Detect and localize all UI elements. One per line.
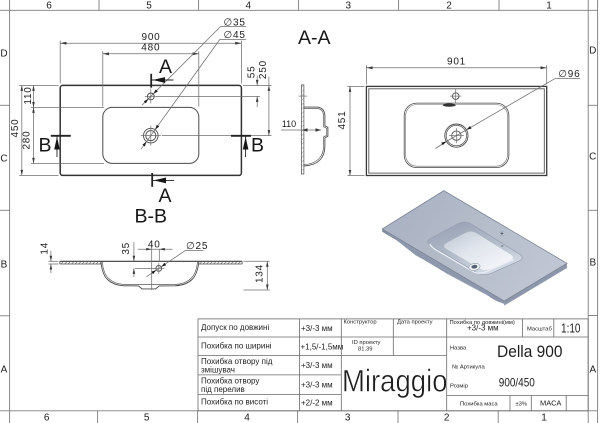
- svg-text:1:10: 1:10: [561, 321, 581, 336]
- svg-text:Похибка по висоті: Похибка по висоті: [201, 398, 268, 407]
- svg-text:900/450: 900/450: [499, 376, 535, 390]
- svg-text:134: 134: [255, 264, 266, 283]
- svg-text:C: C: [589, 152, 596, 163]
- svg-text:1: 1: [541, 413, 547, 423]
- svg-text:901: 901: [447, 57, 466, 68]
- svg-text:250: 250: [258, 60, 269, 79]
- svg-text:81.39: 81.39: [358, 347, 373, 353]
- svg-text:A: A: [1, 365, 8, 376]
- svg-text:МАСА: МАСА: [540, 399, 561, 408]
- svg-text:D: D: [0, 49, 7, 60]
- svg-text:Назва: Назва: [450, 346, 467, 352]
- svg-text:D: D: [589, 46, 596, 57]
- svg-text:450: 450: [10, 118, 21, 137]
- svg-text:3: 3: [345, 413, 351, 423]
- svg-text:280: 280: [22, 130, 33, 149]
- svg-text:Дата проекту: Дата проекту: [397, 319, 433, 325]
- svg-text:змішувач: змішувач: [201, 366, 235, 375]
- svg-text:+2/-2 мм: +2/-2 мм: [301, 399, 333, 408]
- svg-text:∅96: ∅96: [558, 69, 580, 80]
- svg-text:ID проекту: ID проекту: [352, 340, 381, 346]
- svg-text:1: 1: [546, 1, 552, 12]
- svg-text:6: 6: [44, 413, 50, 423]
- svg-text:під перелив: під перелив: [201, 385, 245, 394]
- svg-text:+1,5/-1,5мм: +1,5/-1,5мм: [301, 343, 344, 352]
- svg-text:B: B: [39, 135, 52, 157]
- svg-text:+3/-3 мм: +3/-3 мм: [301, 361, 333, 370]
- svg-text:A: A: [589, 365, 596, 376]
- svg-text:Похибка по довжині(мм): Похибка по довжині(мм): [450, 320, 515, 326]
- svg-text:110: 110: [282, 119, 296, 129]
- svg-text:4: 4: [246, 1, 252, 12]
- svg-text:B: B: [1, 260, 8, 271]
- svg-text:Похибка отвору: Похибка отвору: [201, 377, 259, 386]
- svg-text:∅45: ∅45: [224, 30, 246, 41]
- svg-text:Масштаб: Масштаб: [527, 327, 552, 333]
- svg-text:451: 451: [337, 110, 348, 129]
- svg-text:+3/-3 мм: +3/-3 мм: [301, 381, 333, 390]
- svg-text:A-A: A-A: [298, 27, 331, 49]
- svg-text:55: 55: [246, 66, 257, 79]
- svg-text:40: 40: [148, 239, 161, 250]
- svg-text:∅25: ∅25: [186, 241, 208, 252]
- svg-text:5: 5: [146, 1, 152, 12]
- svg-text:C: C: [0, 154, 7, 165]
- svg-text:∅35: ∅35: [224, 17, 246, 28]
- svg-text:Похибка маса: Похибка маса: [460, 402, 498, 408]
- svg-text:Конструктор: Конструктор: [344, 319, 377, 325]
- svg-text:2: 2: [444, 413, 450, 423]
- svg-text:900: 900: [141, 32, 160, 43]
- svg-text:4: 4: [244, 413, 250, 423]
- svg-text:+3/-3 мм: +3/-3 мм: [301, 324, 333, 333]
- svg-text:B: B: [589, 258, 596, 269]
- svg-text:A: A: [159, 56, 172, 78]
- svg-text:480: 480: [141, 43, 160, 54]
- svg-text:Miraggio: Miraggio: [342, 363, 448, 399]
- svg-text:Похибка отвору під: Похибка отвору під: [201, 357, 273, 366]
- svg-text:A: A: [159, 185, 172, 207]
- svg-text:+3/-3 мм: +3/-3 мм: [467, 324, 499, 333]
- svg-text:6: 6: [46, 1, 52, 12]
- svg-text:B: B: [251, 135, 264, 157]
- svg-text:B-B: B-B: [135, 206, 168, 228]
- svg-text:±3%: ±3%: [516, 402, 528, 408]
- svg-text:Розмір: Розмір: [450, 384, 468, 390]
- svg-text:14: 14: [40, 242, 51, 255]
- svg-text:Della 900: Della 900: [497, 342, 563, 361]
- svg-text:3: 3: [346, 1, 352, 12]
- svg-text:5: 5: [144, 413, 150, 423]
- svg-text:№ Артикула: № Артикула: [452, 365, 485, 371]
- svg-text:2: 2: [446, 1, 452, 12]
- svg-text:Допуск по довжині: Допуск по довжині: [201, 323, 269, 332]
- svg-text:Похибка по ширині: Похибка по ширині: [201, 342, 272, 351]
- svg-text:110: 110: [23, 86, 34, 104]
- svg-text:35: 35: [121, 242, 132, 255]
